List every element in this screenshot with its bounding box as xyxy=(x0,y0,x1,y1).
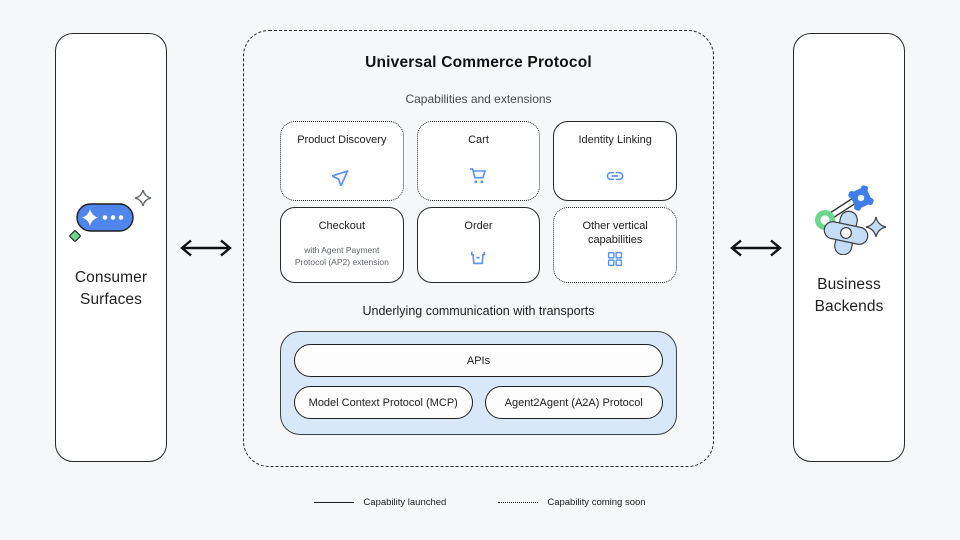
transports-container: APIs Model Context Protocol (MCP) Agent2… xyxy=(280,331,677,435)
legend: Capability launched Capability coming so… xyxy=(0,497,960,508)
card-label: Order xyxy=(464,220,493,232)
a2a-pill: Agent2Agent (A2A) Protocol xyxy=(484,386,663,419)
capabilities-grid: Product Discovery Cart Identity Linking xyxy=(280,121,677,283)
legend-item-coming-soon: Capability coming soon xyxy=(498,497,646,508)
card-label: Checkout xyxy=(318,220,366,232)
business-backends-panel: Business Backends xyxy=(793,33,905,462)
transports-heading: Underlying communication with transports xyxy=(362,304,595,318)
card-subtitle: with Agent Payment Protocol (AP2) extens… xyxy=(294,245,389,267)
card-cart: Cart xyxy=(416,121,541,201)
diagram-title: Universal Commerce Protocol xyxy=(365,54,592,71)
protocol-pill-row: Model Context Protocol (MCP) Agent2Agent… xyxy=(294,386,663,419)
universal-commerce-protocol-box: Universal Commerce Protocol Capabilities… xyxy=(243,30,714,467)
mcp-pill: Model Context Protocol (MCP) xyxy=(294,386,473,419)
card-checkout: Checkout with Agent Payment Protocol (AP… xyxy=(280,207,404,283)
right-bidirectional-arrow xyxy=(730,239,782,257)
gears-sparkle-icon xyxy=(808,177,890,260)
business-backends-label: Business Backends xyxy=(814,276,884,315)
card-label: Identity Linking xyxy=(578,134,652,146)
legend-item-launched: Capability launched xyxy=(314,497,446,508)
link-icon xyxy=(605,166,625,186)
card-product-discovery: Product Discovery xyxy=(280,121,404,201)
card-label: Product Discovery xyxy=(297,134,387,146)
capabilities-heading: Capabilities and extensions xyxy=(405,92,552,106)
legend-coming-soon-label: Capability coming soon xyxy=(547,497,646,508)
card-label: Cart xyxy=(468,134,489,146)
grid-icon xyxy=(606,248,624,268)
left-bidirectional-arrow xyxy=(180,239,232,257)
dotted-line-swatch xyxy=(498,502,539,503)
legend-launched-label: Capability launched xyxy=(363,497,447,508)
send-icon xyxy=(331,166,352,186)
card-other-vertical: Other vertical capabilities xyxy=(553,207,677,283)
solid-line-swatch xyxy=(314,502,355,503)
consumer-surfaces-label: Consumer Surfaces xyxy=(74,269,148,308)
order-box-icon xyxy=(468,248,488,268)
card-identity-linking: Identity Linking xyxy=(553,121,677,201)
card-label: Other vertical capabilities xyxy=(582,220,648,247)
chat-pill-sparkle-icon xyxy=(67,184,155,253)
apis-pill: APIs xyxy=(294,344,663,377)
card-order: Order xyxy=(416,207,541,283)
cart-icon xyxy=(468,166,488,186)
consumer-surfaces-panel: Consumer Surfaces xyxy=(55,33,167,462)
